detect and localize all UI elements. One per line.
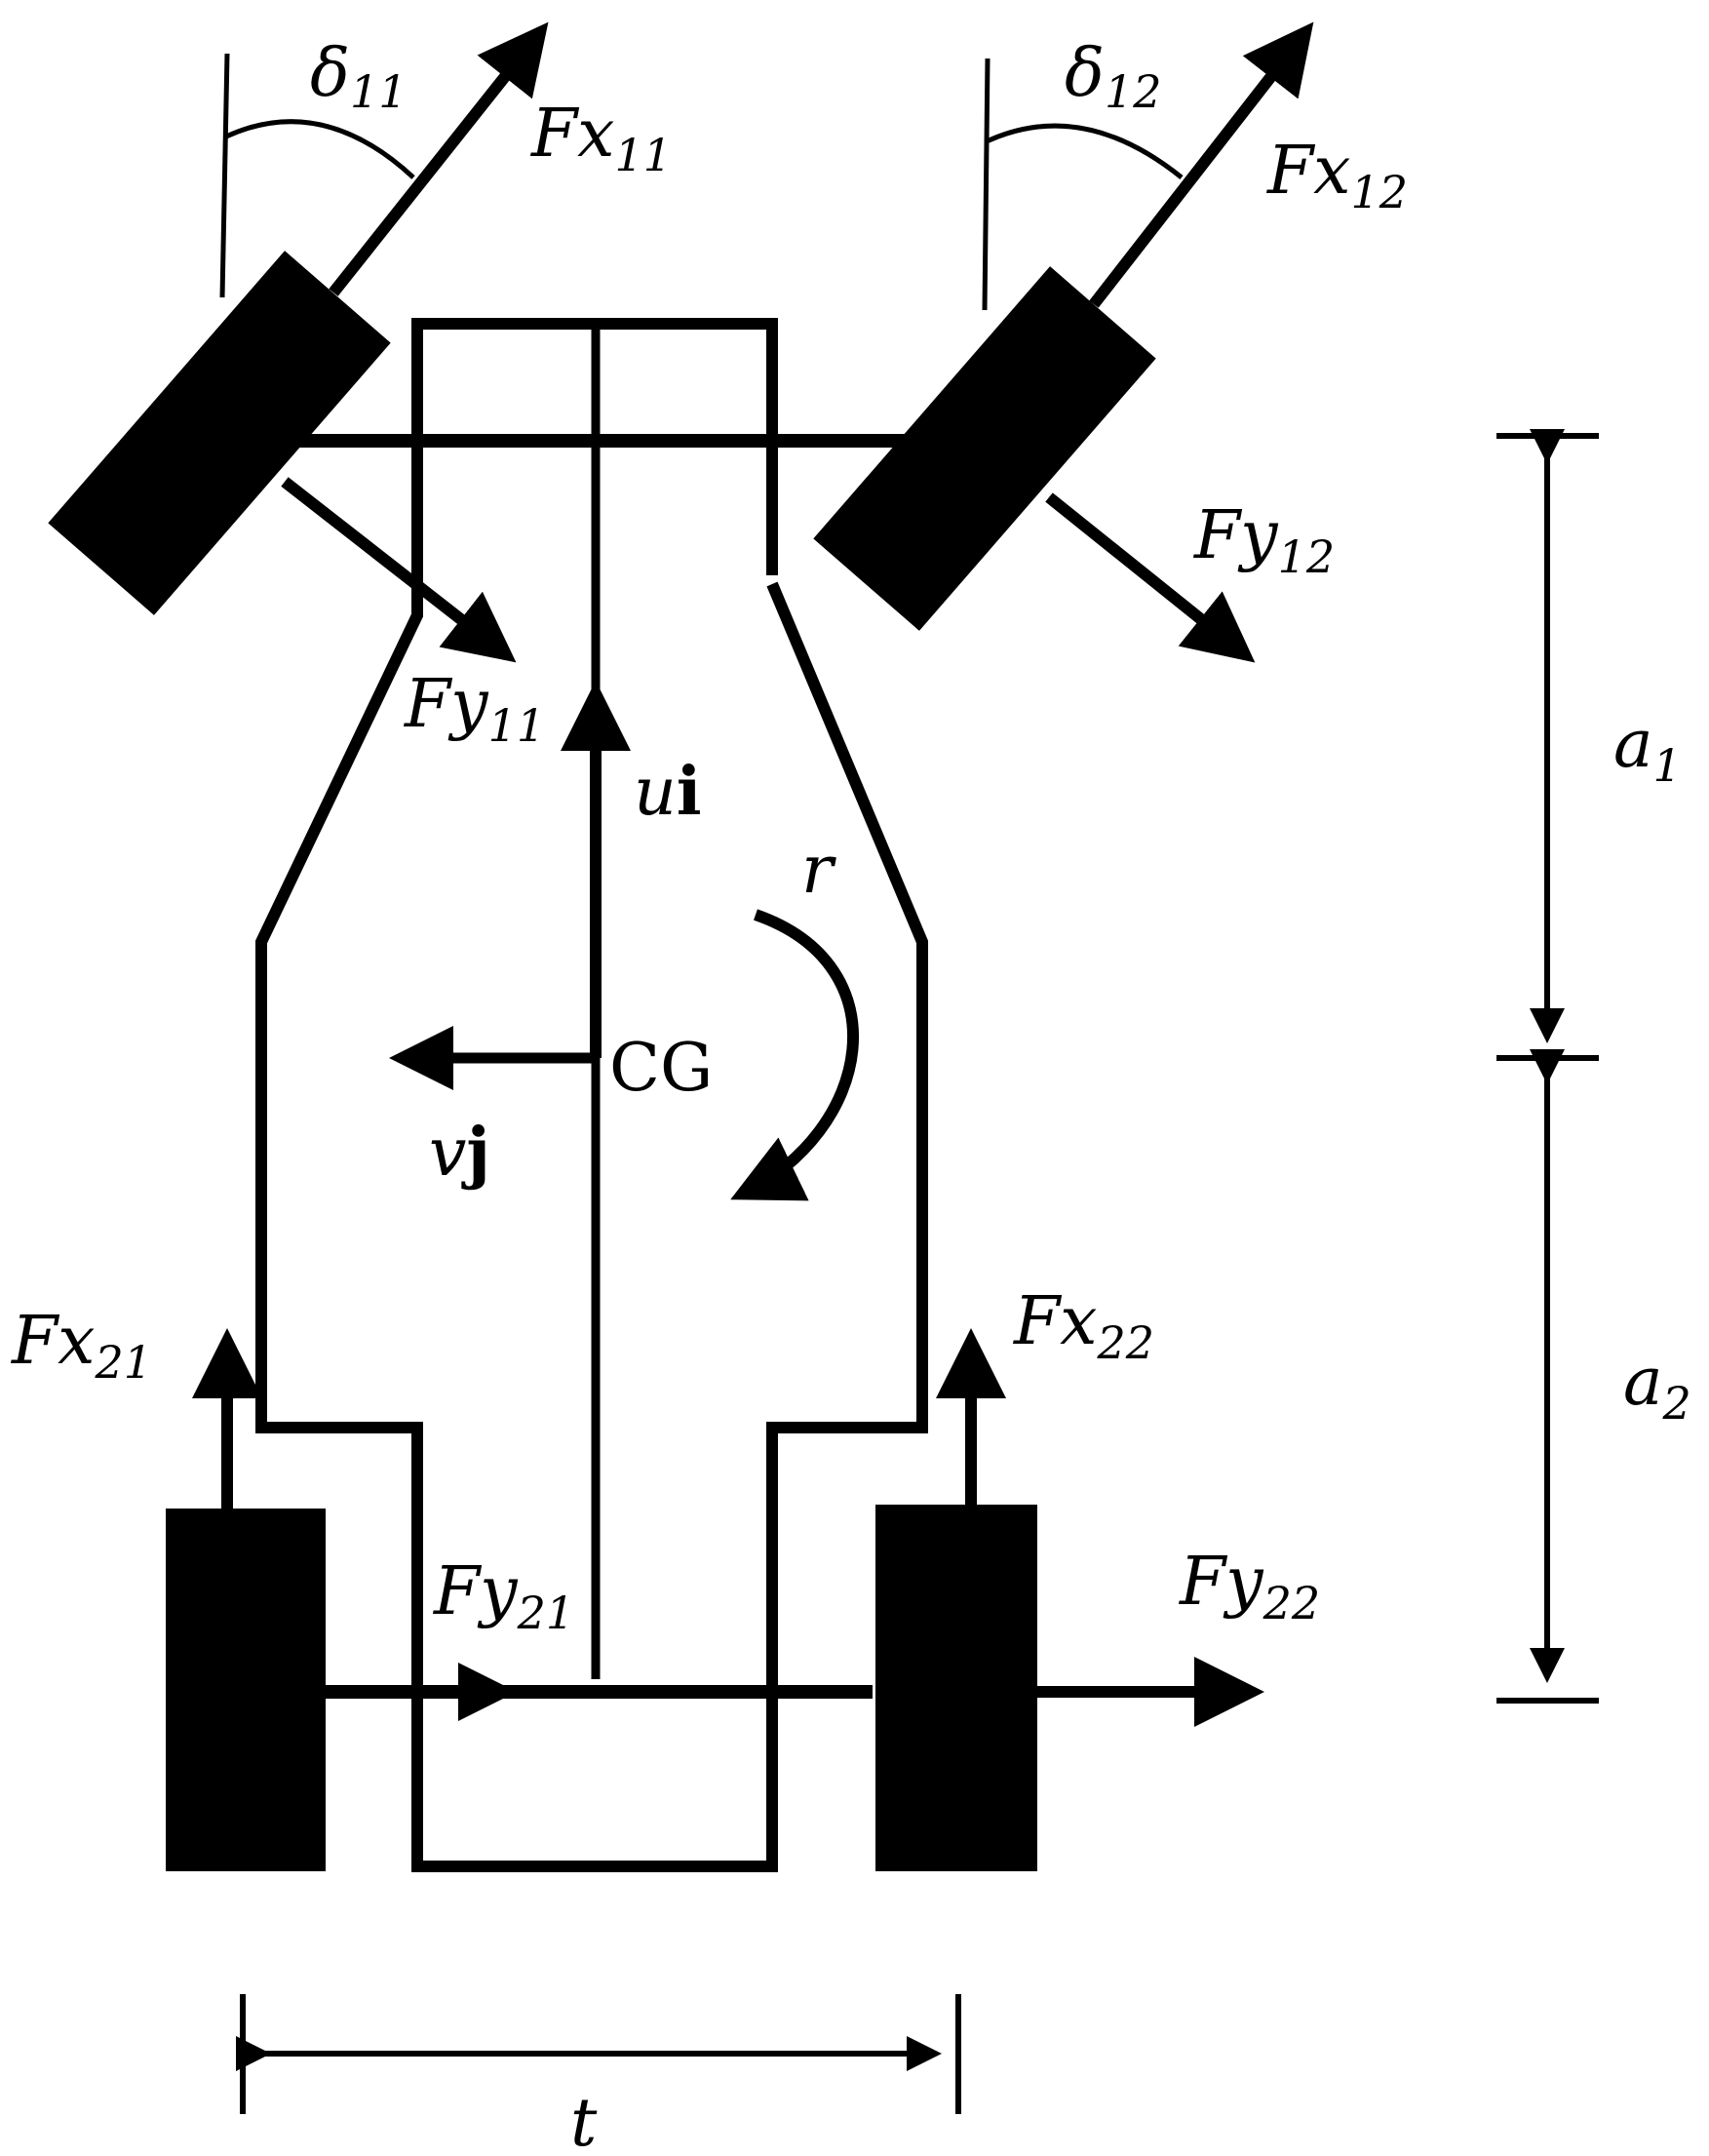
fy11-label: Fy11: [403, 666, 545, 752]
longitudinal-velocity-label: ui: [634, 753, 702, 831]
fy12-arrow: [1045, 492, 1256, 663]
a1-label: a1: [1613, 706, 1682, 792]
body-left-side: [255, 575, 928, 1872]
yaw-rate-arrow: [730, 909, 860, 1201]
fy11-arrow: [281, 477, 517, 663]
fy22-label: Fy22: [1178, 1544, 1320, 1629]
cg-label: CG: [609, 1030, 713, 1107]
steer-angle-arc-left: [224, 119, 415, 179]
front-left-wheel: [48, 251, 391, 615]
rear-right-wheel: [875, 1505, 1037, 1871]
fx22-label: Fx22: [1012, 1283, 1154, 1369]
front-right-wheel: [813, 266, 1156, 631]
rear-left-wheel: [166, 1509, 326, 1871]
fx11-label: Fx11: [529, 96, 672, 181]
fx12-label: Fx12: [1265, 133, 1408, 218]
delta11-label: δ11: [310, 35, 408, 118]
fy21-label: Fy21: [432, 1553, 574, 1639]
fy12-label: Fy12: [1192, 497, 1335, 583]
steer-reference-line-left: [219, 53, 230, 298]
steer-reference-line-right: [982, 58, 990, 311]
dimension-track-width: [236, 1994, 961, 2114]
lateral-velocity-label: vj: [429, 1114, 490, 1192]
fx12-arrow: [1089, 21, 1314, 308]
dimension-a1: [1496, 429, 1599, 1043]
fx21-label: Fx21: [10, 1303, 152, 1389]
a2-label: a2: [1623, 1344, 1691, 1430]
delta12-label: δ12: [1065, 35, 1162, 118]
fx11-arrow: [329, 21, 549, 296]
dimension-a2: [1496, 1049, 1599, 1704]
steer-angle-arc-right: [985, 123, 1184, 179]
track-width-label: t: [570, 2085, 598, 2156]
yaw-rate-label: r: [801, 832, 836, 909]
